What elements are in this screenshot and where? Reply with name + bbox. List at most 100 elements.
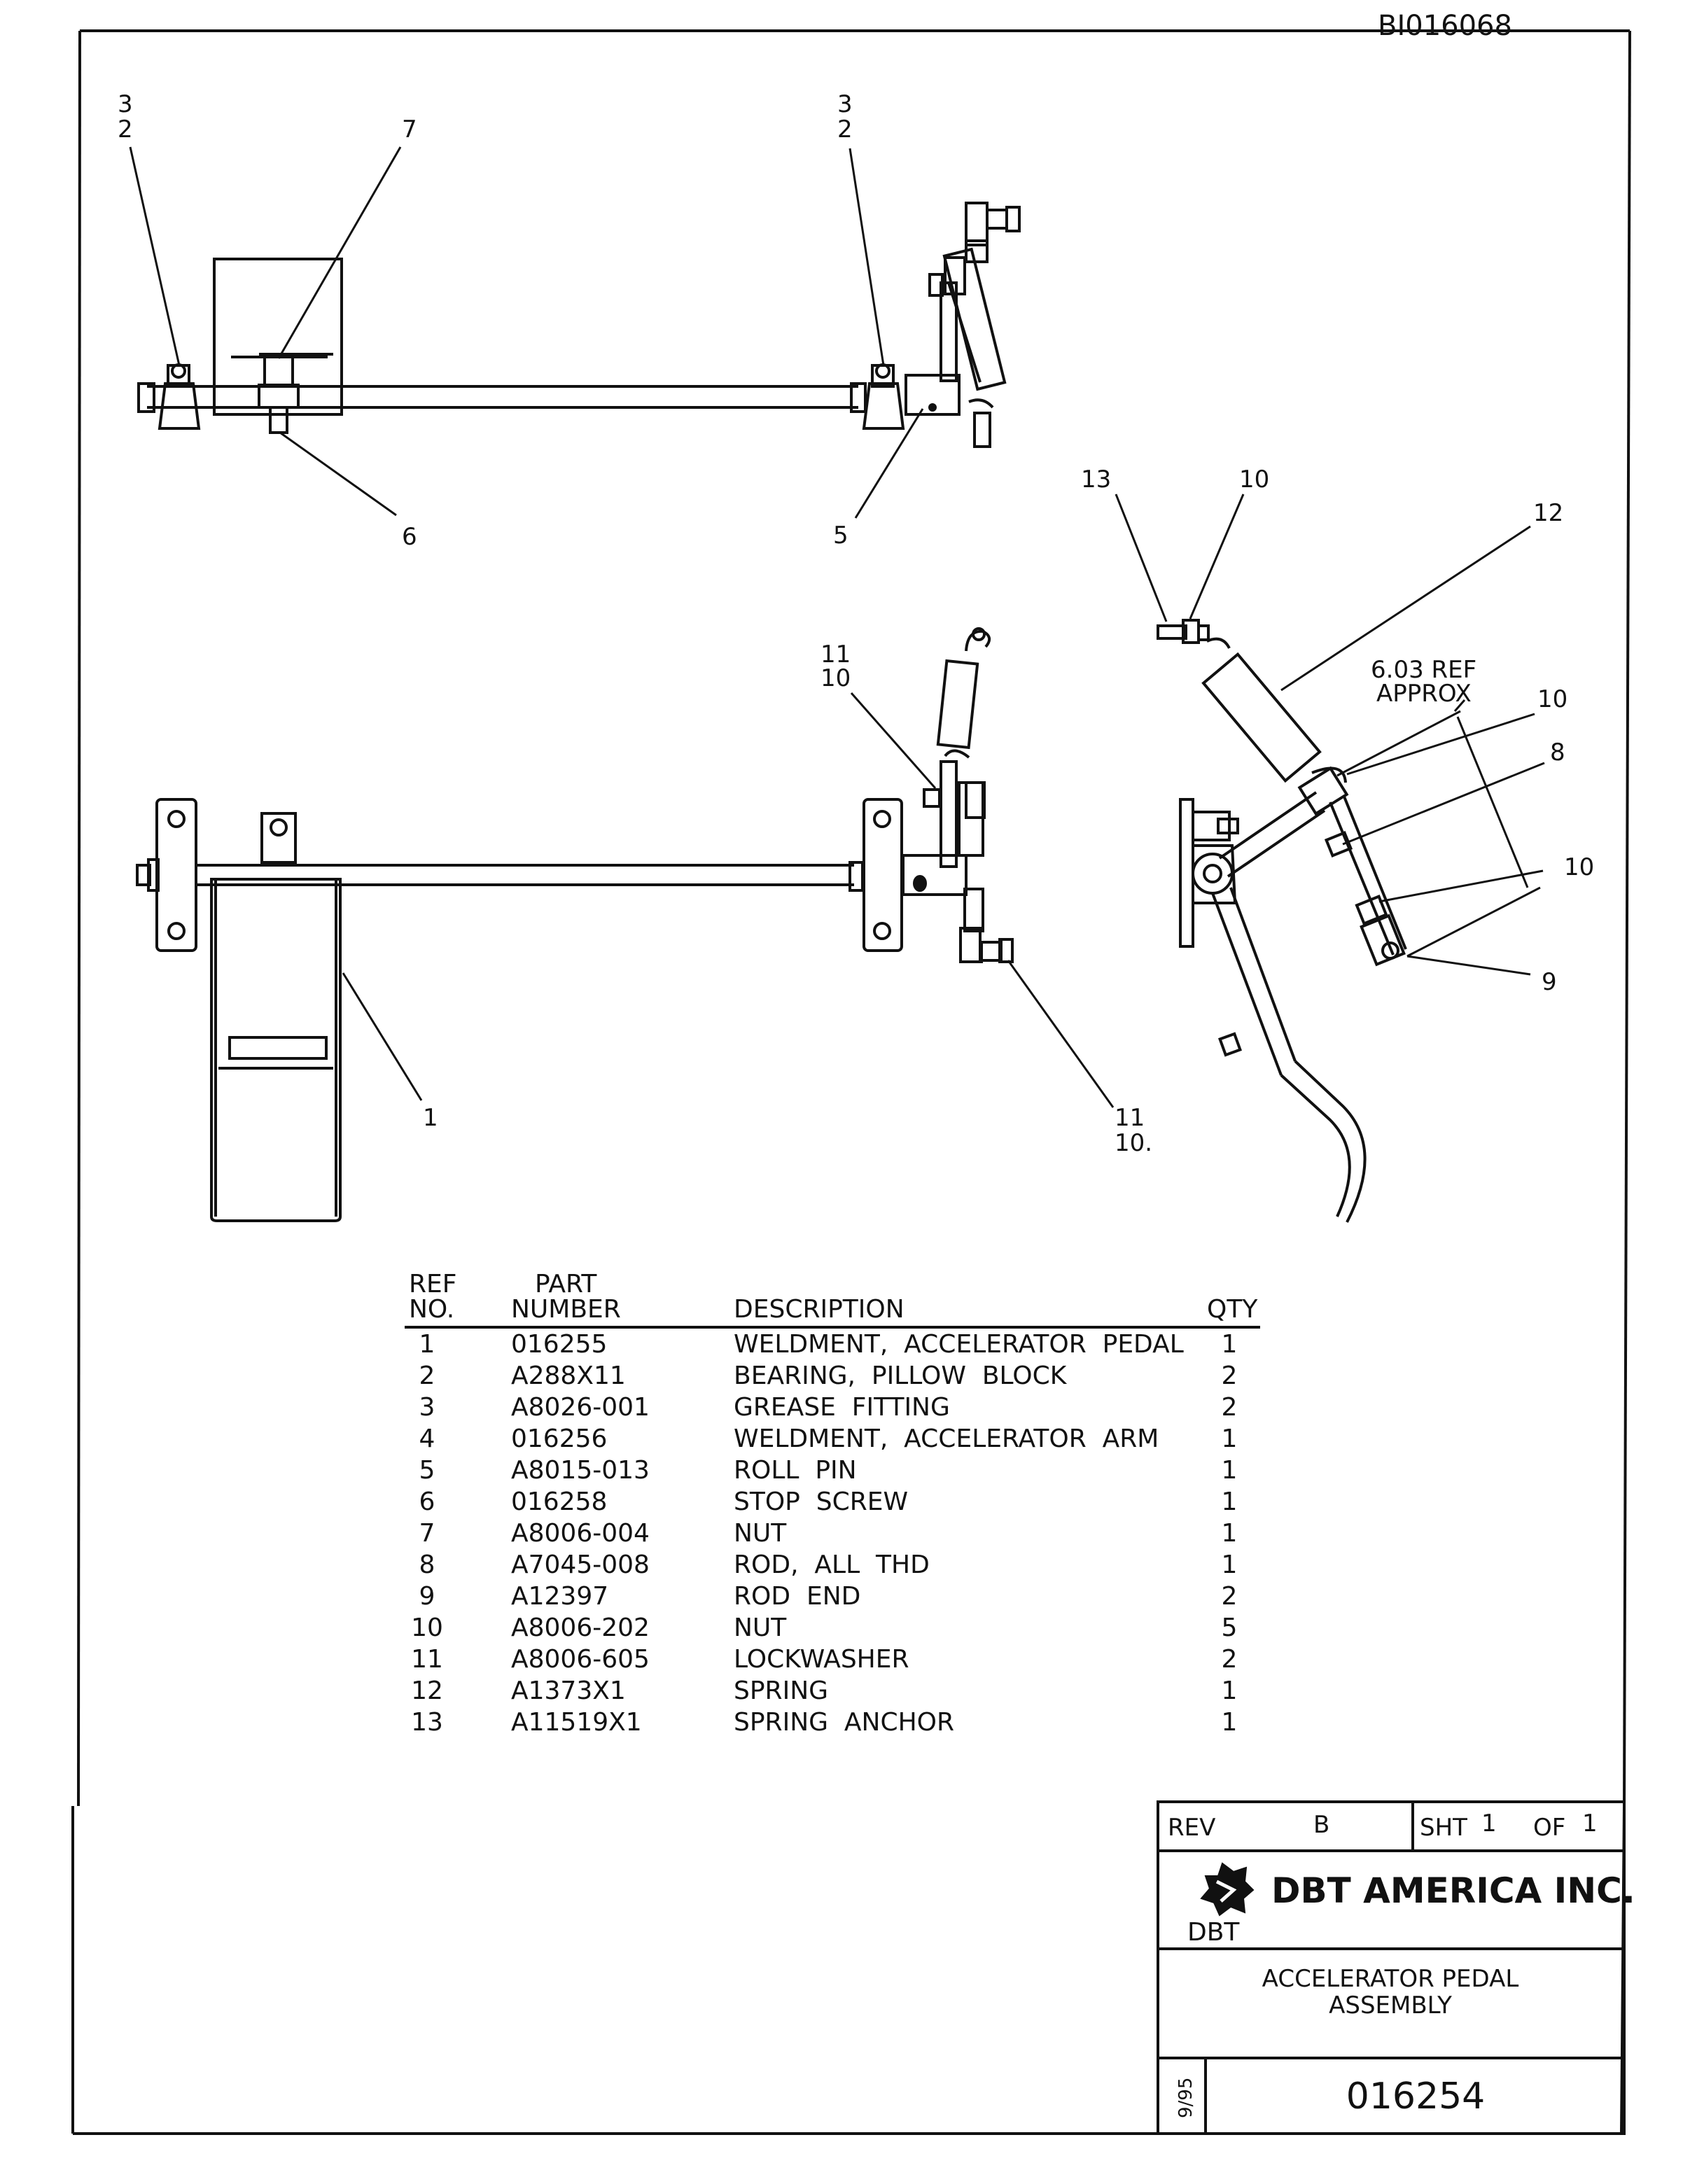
cell-qty: 1: [1222, 1519, 1238, 1548]
callout-11b: 11: [1115, 1104, 1145, 1132]
callout-7: 7: [402, 115, 417, 144]
cell-qty: 1: [1222, 1330, 1238, 1359]
cell-description: ROLL PIN: [734, 1456, 857, 1485]
cell-part: A1373X1: [511, 1676, 626, 1705]
header-description: DESCRIPTION: [734, 1295, 905, 1324]
side-view: [1157, 619, 1407, 1223]
top-view-leaders: [129, 146, 924, 519]
header-ref: REF: [409, 1270, 456, 1298]
table-row: 4 016256 WELDMENT, ACCELERATOR ARM 1: [419, 1424, 1238, 1453]
callout-2: 2: [118, 115, 133, 144]
callout-12: 12: [1533, 499, 1563, 527]
cell-ref: 1: [419, 1330, 435, 1359]
sht-label: SHT: [1420, 1814, 1467, 1842]
parts-table: REF NO. PART NUMBER DESCRIPTION QTY 1 016…: [405, 1270, 1260, 1737]
cell-description: WELDMENT, ACCELERATOR ARM: [734, 1424, 1159, 1453]
cell-description: SPRING ANCHOR: [734, 1708, 954, 1737]
callout-8: 8: [1550, 738, 1565, 766]
callout-10b: 10.: [1115, 1129, 1152, 1157]
cell-part: A288X11: [511, 1362, 626, 1390]
callout-10d: 10: [1537, 685, 1567, 713]
cell-qty: 5: [1222, 1614, 1238, 1642]
cell-part: 016256: [511, 1424, 607, 1453]
title-line2: ASSEMBLY: [1329, 1991, 1452, 2019]
header-no: NO.: [409, 1295, 454, 1324]
cell-ref: 5: [419, 1456, 435, 1485]
callout-11: 11: [820, 640, 851, 668]
table-row: 3 A8026-001 GREASE FITTING 2: [419, 1393, 1238, 1422]
cell-part: A8015-013: [511, 1456, 650, 1485]
cell-description: WELDMENT, ACCELERATOR PEDAL: [734, 1330, 1184, 1359]
table-row: 7 A8006-004 NUT 1: [419, 1519, 1238, 1548]
company-name: DBT AMERICA INC.: [1271, 1870, 1635, 1911]
title-block-text: REV B SHT 1 OF 1 DBT DBT AMERICA INC. AC…: [1168, 1809, 1635, 2118]
callout-3b: 3: [837, 90, 853, 118]
cell-description: ROD END: [734, 1582, 860, 1611]
cell-qty: 2: [1222, 1393, 1238, 1422]
cell-description: ROD, ALL THD: [734, 1550, 930, 1579]
rev-label: REV: [1168, 1814, 1215, 1842]
of-label: OF: [1533, 1814, 1565, 1842]
cell-ref: 7: [419, 1519, 435, 1548]
cell-description: LOCKWASHER: [734, 1645, 909, 1674]
cell-ref: 11: [411, 1645, 443, 1674]
cell-qty: 1: [1222, 1676, 1238, 1705]
cell-description: BEARING, PILLOW BLOCK: [734, 1362, 1068, 1390]
cell-part: A7045-008: [511, 1550, 650, 1579]
callout-1: 1: [423, 1104, 438, 1132]
callout-5: 5: [833, 522, 849, 550]
cell-description: GREASE FITTING: [734, 1393, 950, 1422]
cell-ref: 13: [411, 1708, 443, 1737]
cell-part: A8006-202: [511, 1614, 650, 1642]
top-view-callouts: 3 2 7 6 3 2 5: [118, 90, 853, 551]
cell-ref: 6: [419, 1488, 435, 1516]
cell-ref: 2: [419, 1362, 435, 1390]
cell-qty: 1: [1222, 1424, 1238, 1453]
dimension-ref: 6.03 REF: [1371, 656, 1476, 684]
table-row: 13 A11519X1 SPRING ANCHOR 1: [411, 1708, 1237, 1737]
sheet-border: [71, 29, 1631, 2135]
header-qty: QTY: [1207, 1295, 1258, 1324]
callout-13: 13: [1081, 465, 1111, 493]
side-view-callouts: 13 10 12 6.03 REF APPROX 10 8 10 9: [1081, 465, 1594, 996]
cell-description: SPRING: [734, 1676, 828, 1705]
drawing-id: BI016068: [1378, 10, 1512, 42]
cell-part: A8026-001: [511, 1393, 650, 1422]
cell-part: 016255: [511, 1330, 607, 1359]
logo-text: DBT: [1187, 1918, 1240, 1947]
cell-qty: 2: [1222, 1362, 1238, 1390]
cell-description: NUT: [734, 1519, 787, 1548]
cell-ref: 9: [419, 1582, 435, 1611]
cell-part: A8006-004: [511, 1519, 650, 1548]
cell-qty: 1: [1222, 1456, 1238, 1485]
callout-2b: 2: [837, 115, 853, 144]
table-row: 5 A8015-013 ROLL PIN 1: [419, 1456, 1238, 1485]
callout-6: 6: [402, 523, 417, 551]
cell-part: A12397: [511, 1582, 608, 1611]
cell-qty: 1: [1222, 1550, 1238, 1579]
front-view-leaders: [342, 692, 1115, 1108]
cell-ref: 8: [419, 1550, 435, 1579]
callout-10: 10: [820, 664, 851, 692]
header-number: NUMBER: [511, 1295, 621, 1324]
cell-ref: 4: [419, 1424, 435, 1453]
cell-description: NUT: [734, 1614, 787, 1642]
callout-9: 9: [1542, 968, 1557, 996]
table-row: 1 016255 WELDMENT, ACCELERATOR PEDAL 1: [419, 1330, 1238, 1359]
title-line1: ACCELERATOR PEDAL: [1262, 1965, 1519, 1993]
cell-part: A11519X1: [511, 1708, 642, 1737]
callout-10e: 10: [1564, 853, 1594, 881]
cell-part: 016258: [511, 1488, 607, 1516]
cell-qty: 1: [1222, 1488, 1238, 1516]
cell-qty: 1: [1222, 1708, 1238, 1737]
sht-value: 1: [1481, 1809, 1497, 1837]
header-part: PART: [535, 1270, 597, 1298]
cell-ref: 3: [419, 1393, 435, 1422]
of-value: 1: [1582, 1809, 1598, 1837]
